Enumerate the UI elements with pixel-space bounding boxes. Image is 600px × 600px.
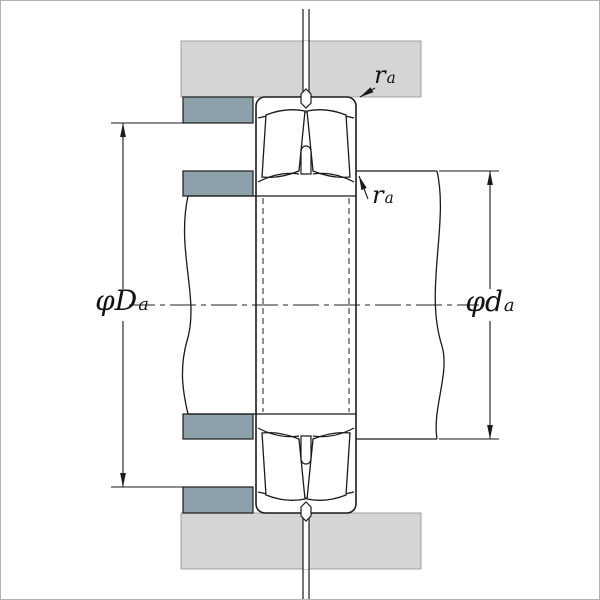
label-Da-subscript: a: [138, 294, 149, 315]
label-ra-top-subscript: a: [386, 69, 396, 87]
housing-shoulder-top: [182, 96, 254, 124]
roller-bottom-left: [261, 431, 306, 501]
housing-bottom-block: [180, 512, 422, 570]
oil-hole-bottom: [300, 501, 312, 522]
inner-raceway-bottom-left-arc: [257, 427, 300, 438]
oil-passage: [302, 9, 310, 599]
roller-top-right: [306, 109, 351, 179]
leader-ra-housing: [359, 87, 376, 98]
shaft-right-break-line: [434, 170, 445, 440]
guide-flange-top: [300, 145, 312, 175]
inner-raceway-top-right-arc: [312, 172, 355, 183]
label-da-symbol: φd: [465, 285, 503, 318]
shaft-left: [181, 195, 256, 415]
label-ra-top-symbol: r: [374, 61, 386, 89]
shaft-right: [356, 170, 445, 440]
label-Da-symbol: φD: [95, 284, 138, 317]
label-da-subscript: a: [503, 295, 515, 316]
shaft-abutment-ring-bottom: [182, 413, 254, 440]
dimension-shaft-diameter: [439, 170, 499, 440]
guide-flange-bottom: [300, 435, 312, 465]
inner-raceway-bottom-right-arc: [312, 427, 355, 438]
shaft-left-break-line: [181, 195, 192, 415]
leader-ra-shaft: [358, 175, 369, 200]
shaft-abutment-ring-top: [182, 170, 254, 197]
housing: [180, 40, 422, 570]
dimension-housing-diameter: [111, 122, 184, 488]
oil-hole-top: [300, 88, 312, 109]
housing-top-block: [180, 40, 422, 98]
housing-shoulder-bottom: [182, 486, 254, 514]
oil-slot-top: [303, 41, 309, 97]
inner-raceway-top-left-arc: [257, 172, 300, 183]
roller-bottom-right: [306, 431, 351, 501]
label-ra-mid-subscript: a: [384, 189, 394, 207]
oil-slot-bottom: [303, 513, 309, 569]
label-ra-mid-symbol: r: [372, 181, 384, 209]
abutment-shoulders: [182, 96, 254, 514]
roller-top-left: [261, 109, 306, 179]
fillet-leaders: [358, 87, 376, 200]
